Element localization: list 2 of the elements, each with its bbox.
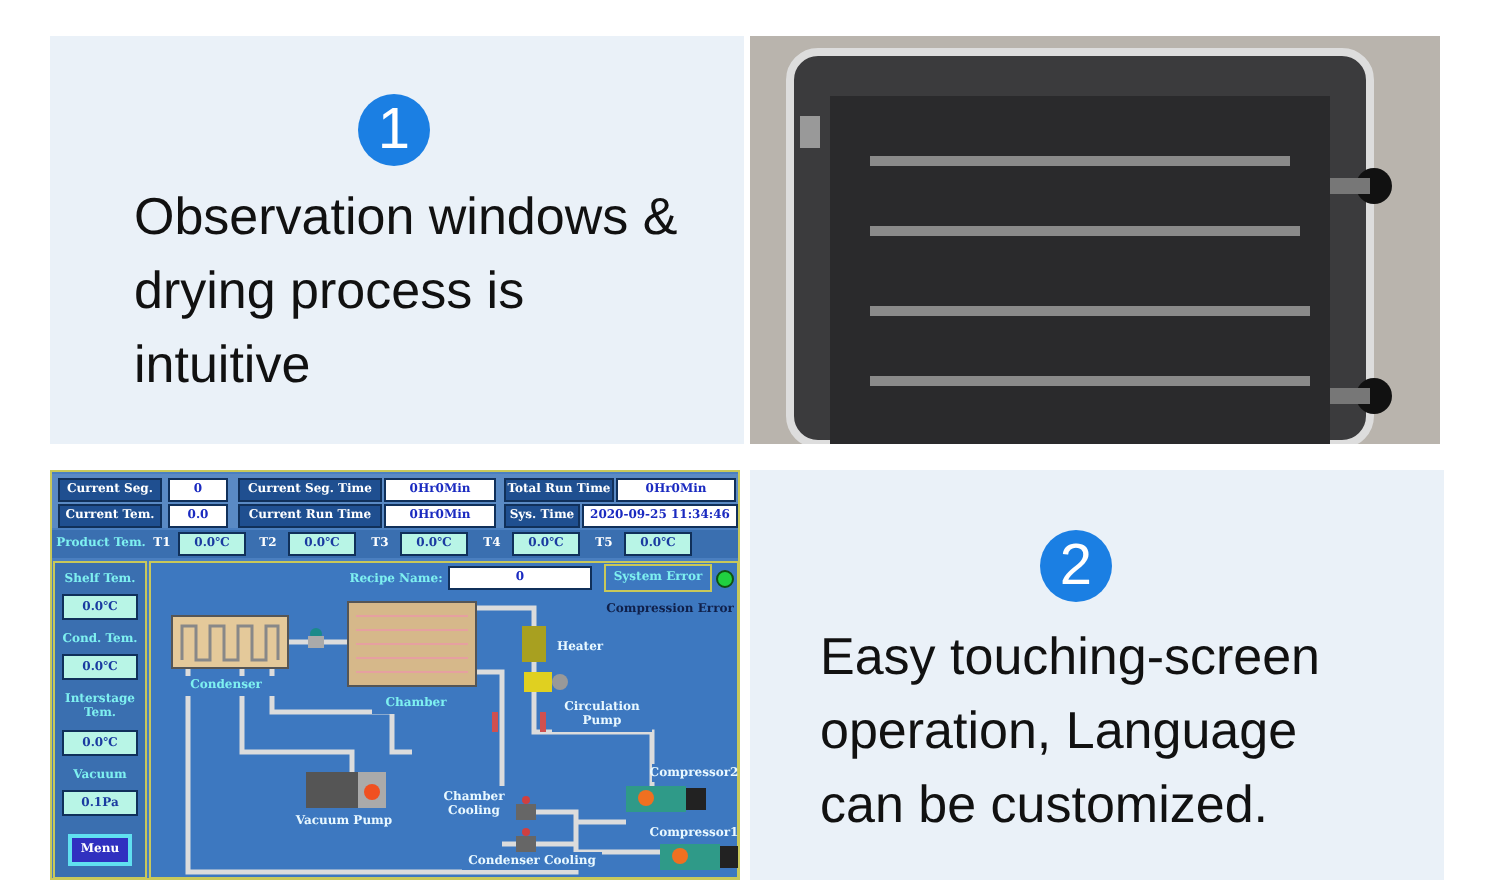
feature-description: Easy touching-screen operation, Language can be customized. — [820, 624, 1323, 838]
feature-description: Observation windows & drying process is intuitive — [134, 184, 680, 398]
